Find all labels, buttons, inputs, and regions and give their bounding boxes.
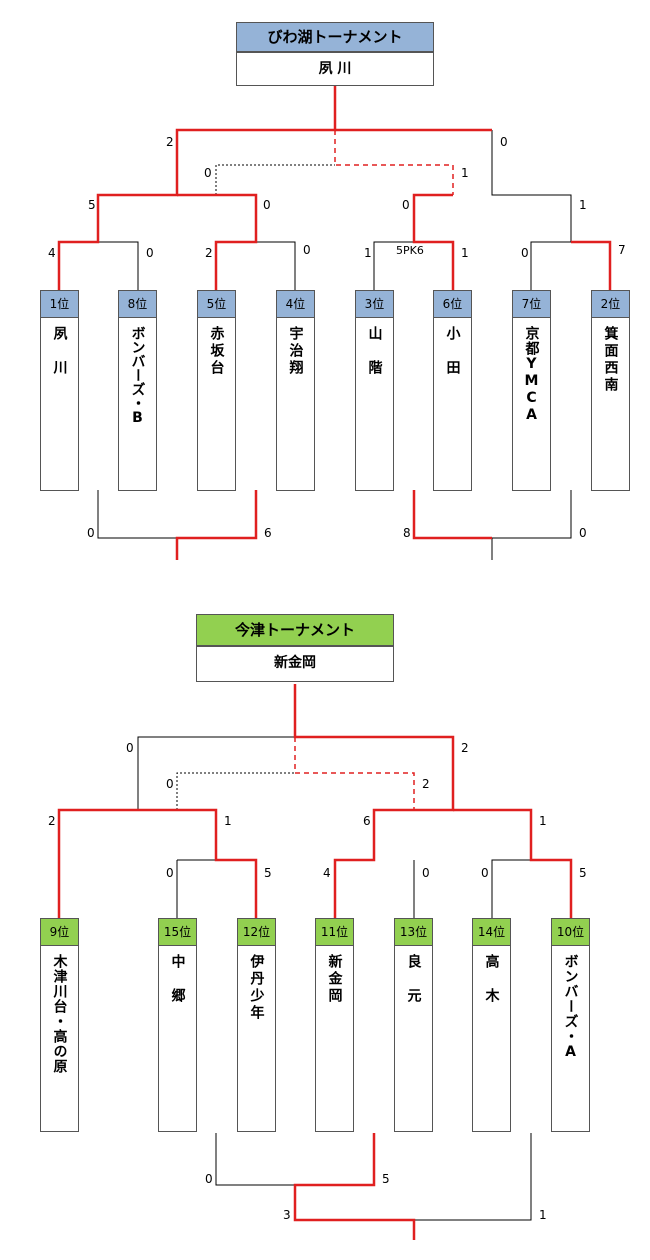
team-card: 1位 夙川 bbox=[40, 290, 79, 491]
team-rank: 9位 bbox=[41, 919, 78, 946]
team-card: 4位 宇治翔 bbox=[276, 290, 315, 491]
score: 5 bbox=[264, 866, 272, 880]
team-rank: 7位 bbox=[513, 291, 550, 318]
score: 0 bbox=[303, 243, 311, 257]
team-name: 良元 bbox=[405, 954, 422, 1022]
team-card: 2位 箕面西南 bbox=[591, 290, 630, 491]
score: 0 bbox=[402, 198, 410, 212]
team-card: 13位 良元 bbox=[394, 918, 433, 1132]
team-name: 高木 bbox=[483, 954, 500, 1022]
team-name: 新金岡 bbox=[326, 954, 343, 1005]
team-rank: 13位 bbox=[395, 919, 432, 946]
score: 3 bbox=[283, 1208, 291, 1222]
tournament2-winner: 新金岡 bbox=[196, 646, 394, 682]
team-rank: 11位 bbox=[316, 919, 353, 946]
score: 1 bbox=[539, 814, 547, 828]
team-name: 中郷 bbox=[169, 954, 186, 1022]
team-name: ボンバーズ・A bbox=[562, 954, 579, 1061]
pk-score: 5PK6 bbox=[396, 244, 424, 257]
team-rank: 3位 bbox=[356, 291, 393, 318]
tournament1-winner: 夙 川 bbox=[236, 52, 434, 86]
team-rank: 12位 bbox=[238, 919, 275, 946]
score: 2 bbox=[461, 741, 469, 755]
team-rank: 1位 bbox=[41, 291, 78, 318]
score: 1 bbox=[579, 198, 587, 212]
score: 8 bbox=[403, 526, 411, 540]
team-rank: 14位 bbox=[473, 919, 510, 946]
score: 6 bbox=[363, 814, 371, 828]
tournament1-title: びわ湖トーナメント bbox=[236, 22, 434, 52]
team-card: 12位 伊丹少年 bbox=[237, 918, 276, 1132]
score: 1 bbox=[539, 1208, 547, 1222]
team-card: 9位 木津川台・高の原 bbox=[40, 918, 79, 1132]
score: 0 bbox=[166, 777, 174, 791]
score: 4 bbox=[48, 246, 56, 260]
team-card: 7位 京都YMCA bbox=[512, 290, 551, 491]
score: 5 bbox=[579, 866, 587, 880]
score: 5 bbox=[88, 198, 96, 212]
team-name: 箕面西南 bbox=[602, 326, 619, 394]
team-card: 14位 高木 bbox=[472, 918, 511, 1132]
score: 1 bbox=[461, 246, 469, 260]
score: 5 bbox=[382, 1172, 390, 1186]
team-card: 5位 赤坂台 bbox=[197, 290, 236, 491]
team-card: 11位 新金岡 bbox=[315, 918, 354, 1132]
team-rank: 15位 bbox=[159, 919, 196, 946]
team-rank: 5位 bbox=[198, 291, 235, 318]
team-card: 15位 中郷 bbox=[158, 918, 197, 1132]
team-rank: 10位 bbox=[552, 919, 589, 946]
team-name: 山階 bbox=[366, 326, 383, 394]
score: 2 bbox=[166, 135, 174, 149]
score: 0 bbox=[263, 198, 271, 212]
score: 1 bbox=[461, 166, 469, 180]
team-name: 夙川 bbox=[51, 326, 68, 394]
score: 6 bbox=[264, 526, 272, 540]
team-rank: 6位 bbox=[434, 291, 471, 318]
team-name: 赤坂台 bbox=[208, 326, 225, 377]
score: 0 bbox=[204, 166, 212, 180]
team-rank: 2位 bbox=[592, 291, 629, 318]
score: 4 bbox=[323, 866, 331, 880]
team-rank: 4位 bbox=[277, 291, 314, 318]
team-name: 京都YMCA bbox=[523, 326, 540, 424]
score: 0 bbox=[481, 866, 489, 880]
team-rank: 8位 bbox=[119, 291, 156, 318]
score: 2 bbox=[422, 777, 430, 791]
score: 0 bbox=[521, 246, 529, 260]
score: 0 bbox=[146, 246, 154, 260]
team-name: 小田 bbox=[444, 326, 461, 394]
score: 1 bbox=[364, 246, 372, 260]
score: 1 bbox=[224, 814, 232, 828]
score: 0 bbox=[166, 866, 174, 880]
team-name: 木津川台・高の原 bbox=[51, 954, 68, 1074]
score: 2 bbox=[48, 814, 56, 828]
score: 7 bbox=[618, 243, 626, 257]
team-card: 3位 山階 bbox=[355, 290, 394, 491]
score: 0 bbox=[205, 1172, 213, 1186]
team-name: ボンバーズ・B bbox=[129, 326, 146, 426]
team-name: 宇治翔 bbox=[287, 326, 304, 377]
team-card: 8位 ボンバーズ・B bbox=[118, 290, 157, 491]
score: 0 bbox=[500, 135, 508, 149]
score: 0 bbox=[579, 526, 587, 540]
score: 0 bbox=[422, 866, 430, 880]
score: 2 bbox=[205, 246, 213, 260]
team-card: 10位 ボンバーズ・A bbox=[551, 918, 590, 1132]
bracket-lines-tournament1 bbox=[57, 84, 612, 560]
tournament2-title: 今津トーナメント bbox=[196, 614, 394, 646]
team-name: 伊丹少年 bbox=[248, 954, 265, 1022]
team-card: 6位 小田 bbox=[433, 290, 472, 491]
score: 0 bbox=[87, 526, 95, 540]
score: 0 bbox=[126, 741, 134, 755]
